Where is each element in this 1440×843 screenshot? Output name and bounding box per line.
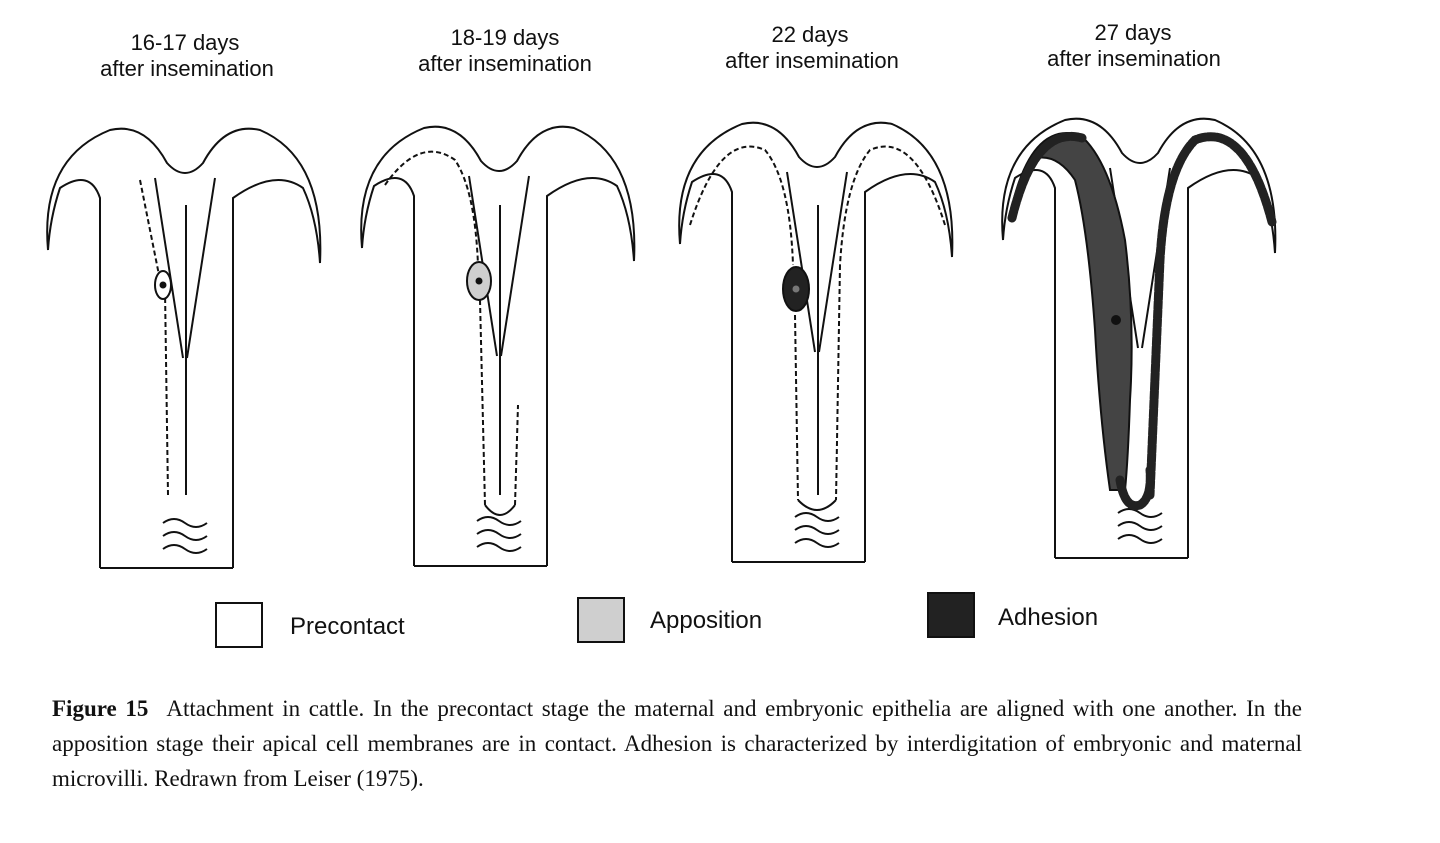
cervical-folds <box>162 518 208 554</box>
panel-4-stage-subtitle: after insemination <box>1047 46 1221 71</box>
panel-4-embryo-dot <box>1111 315 1121 325</box>
panel-16-17-days: 16-17 days after insemination <box>46 30 322 569</box>
panel-2-embryo-left-limb <box>479 299 486 506</box>
panel-3-uterus-outline <box>678 121 954 563</box>
panel-1-embryo-lower <box>164 289 169 496</box>
uterus-lumen <box>786 171 848 353</box>
legend-swatch-adhesion <box>927 592 975 638</box>
panel-1-embryo-dot <box>159 281 167 289</box>
cervical-folds <box>476 516 522 552</box>
panel-2-embryo-right-limb <box>514 404 519 506</box>
panel-27-days: 27 days after insemination <box>1001 20 1277 559</box>
legend-swatch-precontact <box>215 602 263 648</box>
legend-item-apposition: Apposition <box>577 597 762 643</box>
panel-1-embryo-upper <box>139 179 161 281</box>
panel-4-embryo-loop <box>1115 465 1155 511</box>
panel-3-stage-subtitle: after insemination <box>725 48 899 73</box>
cervical-folds <box>794 512 840 548</box>
cervical-folds <box>1117 508 1163 544</box>
figure-caption-text: Attachment in cattle. In the precontact … <box>52 696 1303 791</box>
uterus-wall <box>46 127 322 568</box>
panel-3-stage-days: 22 days <box>771 22 848 47</box>
legend-label-precontact: Precontact <box>290 613 405 640</box>
panel-2-uterus-outline <box>360 125 636 567</box>
panel-3-embryo-dot <box>792 285 800 293</box>
panel-2-embryo-dot <box>475 277 483 285</box>
panel-2-stage-days: 18-19 days <box>451 25 560 50</box>
figure-label: Figure 15 <box>52 696 149 721</box>
panel-3-embryo-left-horn <box>689 145 794 266</box>
uterus-lumen <box>154 177 216 359</box>
legend-swatch-apposition <box>577 597 625 643</box>
legend: Precontact Apposition Adhesion <box>215 592 1098 648</box>
uterus-wall <box>678 121 954 562</box>
legend-label-apposition: Apposition <box>650 607 762 634</box>
panel-2-embryo-fold <box>484 504 516 516</box>
panel-1-uterus-outline <box>46 127 322 569</box>
panel-2-stage-subtitle: after insemination <box>418 51 592 76</box>
panel-3-embryo-left-limb <box>794 314 799 501</box>
panel-4-embryo-right-horn <box>1145 132 1277 500</box>
legend-label-adhesion: Adhesion <box>998 604 1098 631</box>
panel-4-embryo <box>1007 132 1277 511</box>
panel-3-embryo <box>689 145 946 511</box>
legend-item-adhesion: Adhesion <box>927 592 1098 638</box>
panel-1-stage-subtitle: after insemination <box>100 56 274 81</box>
panel-3-embryo-fold <box>797 499 837 511</box>
panel-18-19-days: 18-19 days after insemination <box>360 25 636 567</box>
panel-22-days: 22 days after insemination <box>678 22 954 563</box>
panel-1-stage-days: 16-17 days <box>131 30 240 55</box>
panel-4-uterus-outline <box>1001 117 1277 559</box>
panel-4-embryo-left-horn <box>1007 132 1087 223</box>
panel-1-embryo <box>139 179 187 496</box>
panel-3-embryo-right-horn <box>839 145 946 266</box>
legend-item-precontact: Precontact <box>215 602 405 648</box>
panel-3-embryo-right-limb <box>835 264 841 501</box>
uterus-wall <box>360 125 636 566</box>
uterus-wall <box>1001 117 1277 558</box>
panel-4-stage-days: 27 days <box>1094 20 1171 45</box>
panel-2-embryo <box>384 150 519 516</box>
panel-2-embryo-horn <box>384 150 479 266</box>
